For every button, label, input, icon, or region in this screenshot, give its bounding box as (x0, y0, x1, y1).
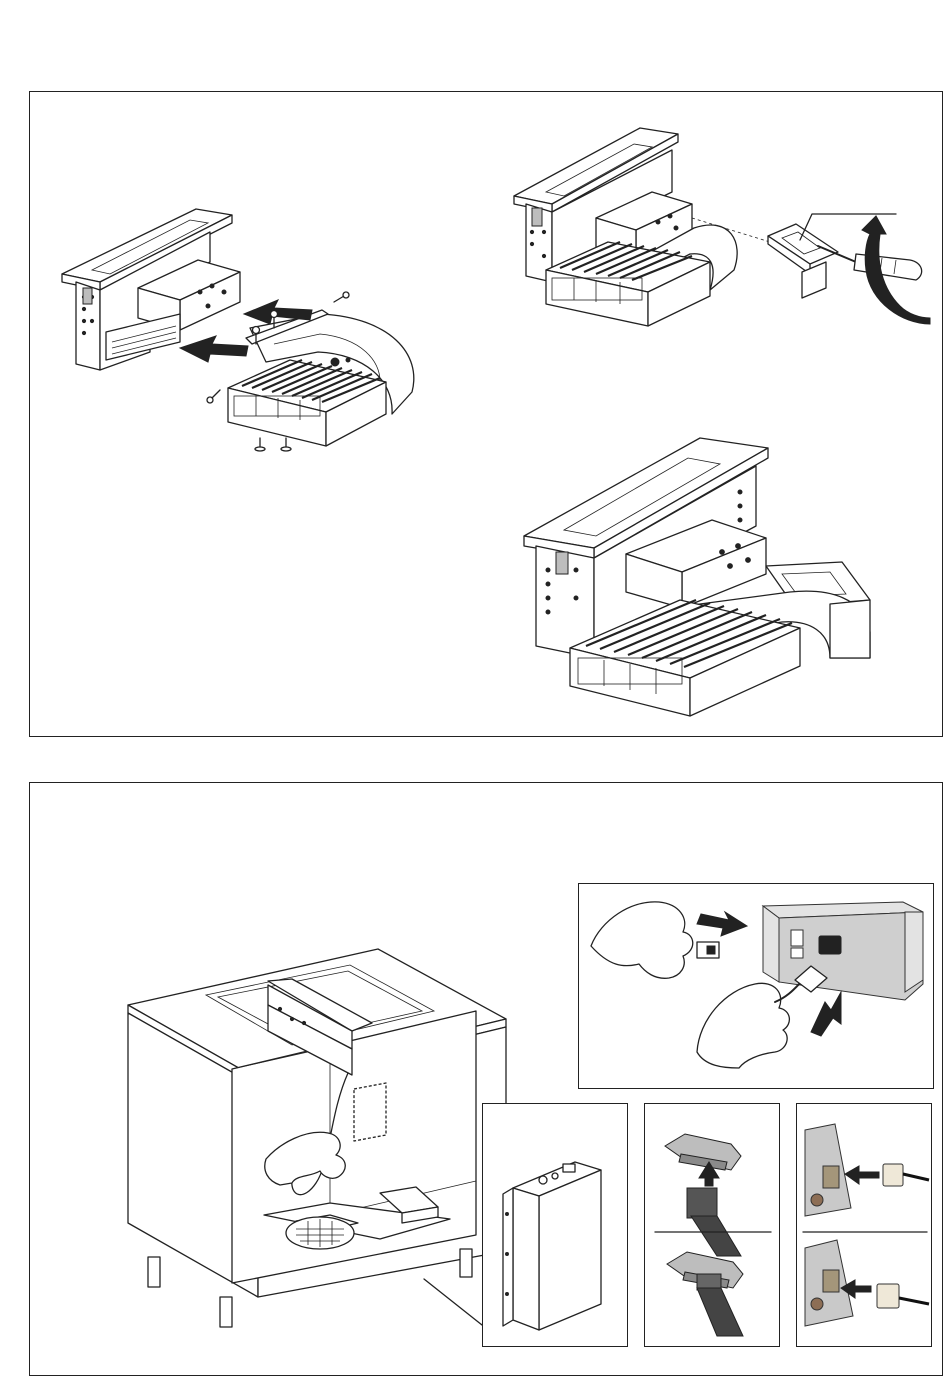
arrow-icon (811, 992, 841, 1036)
plug-connector-insets (796, 1103, 932, 1347)
top-instruction-panel (29, 91, 943, 737)
control-box-inset (482, 1103, 628, 1347)
arrow-icon (845, 1166, 879, 1184)
assembled-unit-illustration (30, 92, 944, 738)
ribbon-connector-insets (644, 1103, 780, 1347)
power-connect-inset (578, 883, 934, 1089)
plug-connector-illustration (797, 1104, 933, 1348)
arrow-icon (697, 912, 747, 936)
control-box-illustration (483, 1104, 629, 1348)
power-connect-illustration (579, 884, 935, 1090)
hand-icon (697, 983, 789, 1068)
ribbon-connector-illustration (645, 1104, 781, 1348)
bottom-instruction-panel (29, 782, 943, 1376)
hand-icon (591, 902, 693, 978)
